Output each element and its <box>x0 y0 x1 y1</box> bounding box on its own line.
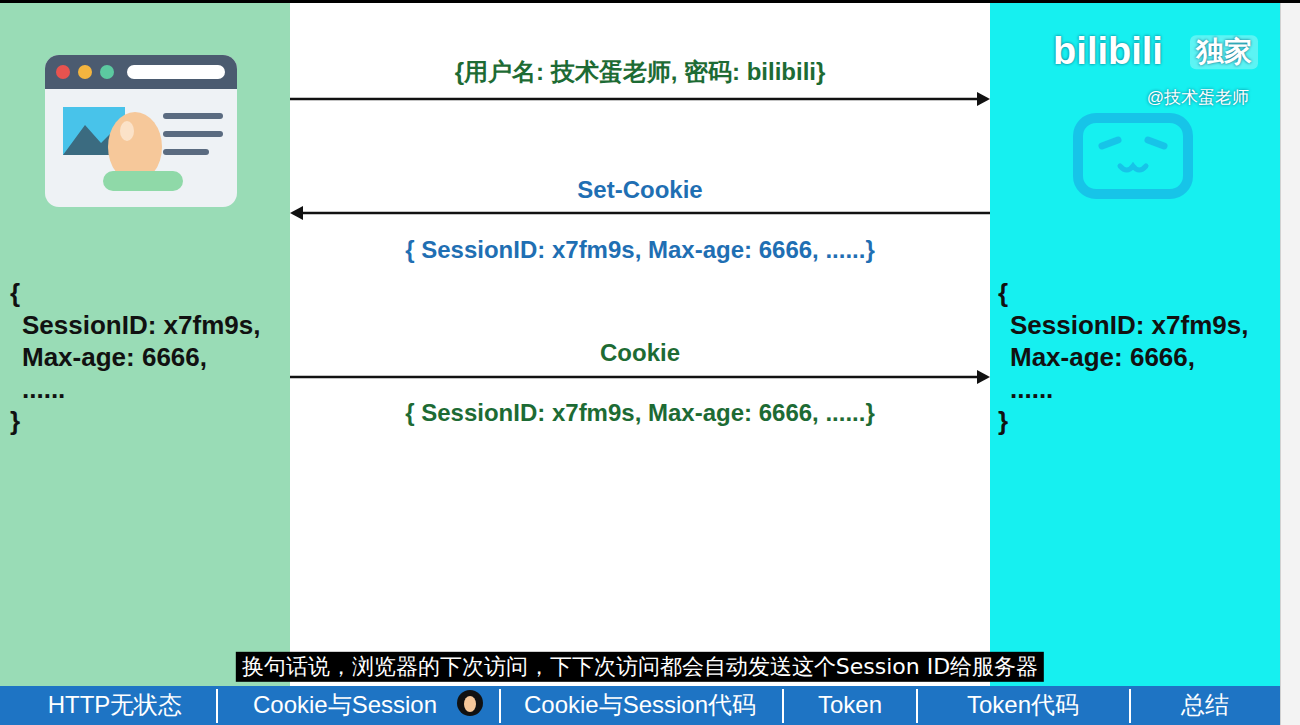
browser-panel: {SessionID: x7fm9s,Max-age: 6666,......} <box>0 3 290 686</box>
watermark-credit: @技术蛋老师 <box>1147 88 1249 108</box>
subtitle: 换句话说，浏览器的下次访问，下下次访问都会自动发送这个Session ID给服务… <box>236 652 1044 682</box>
browser-icon <box>45 55 237 207</box>
edge-label: Cookie <box>600 339 680 368</box>
arrow-head <box>977 370 990 384</box>
edge-label: {用户名: 技术蛋老师, 密码: bilibili} <box>455 58 826 87</box>
side-strip <box>1280 3 1300 725</box>
chapter-item: Token <box>818 691 882 720</box>
chapter-item: HTTP无状态 <box>48 691 183 720</box>
session-field: ...... <box>1010 373 1248 405</box>
watermark-logo: bilibili <box>1053 29 1163 75</box>
login-request <box>290 92 990 106</box>
connector-line <box>301 212 990 215</box>
cookie-payload: { SessionID: x7fm9s, Max-age: 6666, ....… <box>405 236 875 265</box>
set-cookie-response <box>290 206 990 220</box>
text-block: {SessionID: x7fm9s,Max-age: 6666,......} <box>10 277 260 437</box>
chapter-separators <box>217 689 1130 723</box>
arrow-head <box>290 206 303 220</box>
cookie-payload: { SessionID: x7fm9s, Max-age: 6666, ....… <box>405 399 875 428</box>
chapter-item: Token代码 <box>967 691 1079 720</box>
connector-line <box>290 376 979 379</box>
session-field: } <box>998 405 1248 437</box>
text-block: {SessionID: x7fm9s,Max-age: 6666,......} <box>998 277 1248 437</box>
session-field: Max-age: 6666, <box>22 341 260 373</box>
session-field: SessionID: x7fm9s, <box>22 309 260 341</box>
session-field: } <box>10 405 260 437</box>
chapter-item: Cookie与Session代码 <box>524 691 756 720</box>
edge-label: Set-Cookie <box>577 176 702 205</box>
arrow-head <box>977 92 990 106</box>
connector-line <box>290 98 979 101</box>
session-field: { <box>998 277 1248 309</box>
session-field: { <box>10 277 260 309</box>
chapter-item: Cookie与Session <box>253 691 437 720</box>
progress-marker <box>457 690 483 716</box>
cookie-request <box>290 370 990 384</box>
tv-logo <box>1078 118 1188 194</box>
session-field: ...... <box>22 373 260 405</box>
watermark-badge: 独家 <box>1190 35 1258 69</box>
chapter-item: 总结 <box>1181 691 1229 720</box>
session-field: SessionID: x7fm9s, <box>1010 309 1248 341</box>
session-field: Max-age: 6666, <box>1010 341 1248 373</box>
